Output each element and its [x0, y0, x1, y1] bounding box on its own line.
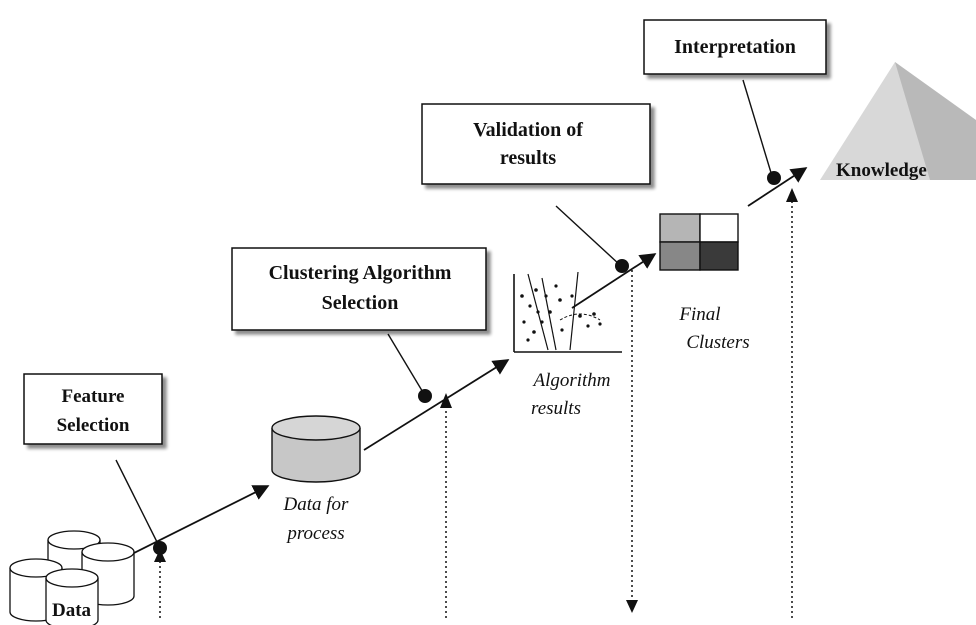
algorithm-results-line-2: results	[531, 398, 581, 419]
final-clusters-grid	[659, 213, 739, 271]
leader-lines	[115, 79, 773, 547]
junction-dot-1	[153, 541, 167, 555]
arrow-data-to-process	[119, 485, 270, 561]
arrowhead-up-1	[154, 549, 166, 562]
junction-dot-4	[767, 171, 781, 185]
feature-selection-line-1: Feature	[62, 386, 125, 407]
knowledge-pyramid: Knowledge	[820, 62, 976, 181]
interpretation-box: Interpretation	[643, 19, 827, 75]
validation-of-results-box: Validation of results	[421, 103, 651, 185]
junction-dots	[153, 171, 781, 555]
arrowhead-up-4	[786, 188, 798, 202]
data-for-process-line-2: process	[285, 523, 344, 544]
arrow-process-to-algorithm	[363, 359, 510, 451]
knowledge-label: Knowledge	[836, 160, 927, 181]
data-cylinders	[9, 530, 135, 625]
clustering-line-1: Clustering Algorithm	[269, 262, 452, 284]
data-for-process-cylinder	[271, 415, 361, 483]
arrowhead-down-3	[626, 600, 638, 613]
algorithm-results-line-1: Algorithm	[531, 370, 610, 391]
process-flow-arrows	[119, 167, 808, 561]
feature-selection-line-2: Selection	[57, 415, 130, 436]
data-for-process-line-1: Data for	[283, 494, 350, 515]
arrow-clusters-to-knowledge	[747, 167, 808, 207]
validation-line-2: results	[500, 147, 557, 169]
arrow-algorithm-to-clusters	[571, 253, 657, 309]
arrowhead-up-2	[440, 393, 452, 408]
clustering-algorithm-selection-box: Clustering Algorithm Selection	[231, 247, 487, 331]
dotted-feedback-lines	[159, 198, 793, 618]
final-clusters-line-1: Final	[678, 304, 720, 325]
junction-dot-2	[418, 389, 432, 403]
junction-dot-3	[615, 259, 629, 273]
validation-line-1: Validation of	[473, 119, 583, 141]
feature-selection-box: Feature Selection	[23, 373, 163, 445]
algorithm-results-plot	[513, 271, 622, 353]
data-label: Data	[52, 600, 92, 621]
clustering-line-2: Selection	[322, 292, 399, 314]
feedback-arrowheads	[154, 188, 798, 613]
interpretation-label: Interpretation	[674, 36, 796, 58]
final-clusters-line-2: Clusters	[686, 332, 749, 353]
